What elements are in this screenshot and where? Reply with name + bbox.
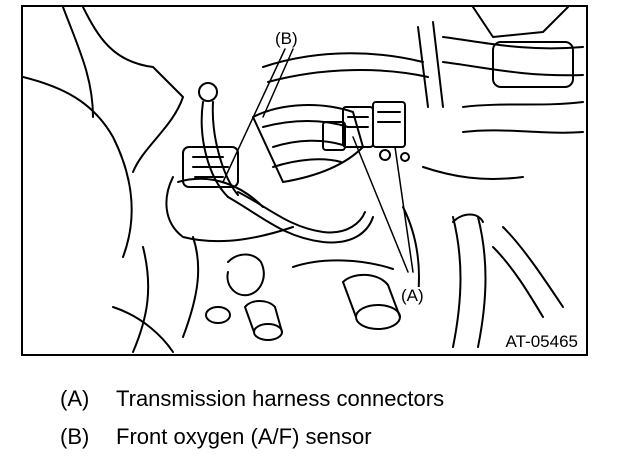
figure-id-label: AT-05465 [503, 332, 580, 351]
legend: (A) Transmission harness connectors (B) … [60, 380, 444, 456]
callout-a-label: (A) [399, 286, 426, 305]
legend-text-b: Front oxygen (A/F) sensor [116, 424, 372, 449]
engine-bay-illustration: (B) (A) AT-05465 [21, 5, 588, 356]
callout-b-label: (B) [273, 29, 300, 48]
legend-item-a: (A) Transmission harness connectors [60, 380, 444, 418]
legend-text-a: Transmission harness connectors [116, 386, 445, 411]
legend-key-a: (A) [60, 386, 90, 411]
legend-key-b: (B) [60, 424, 90, 449]
legend-item-b: (B) Front oxygen (A/F) sensor [60, 418, 444, 456]
engine-line-drawing [23, 7, 584, 353]
